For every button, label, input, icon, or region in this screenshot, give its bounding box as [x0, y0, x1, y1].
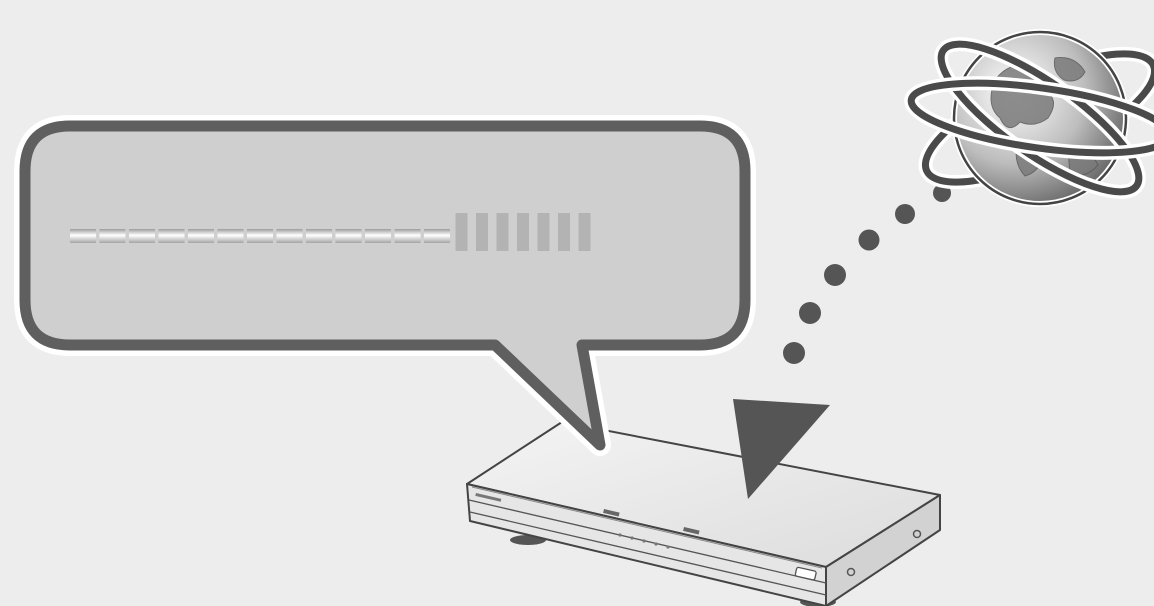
set-top-box-icon — [466, 421, 941, 606]
progress-segment-pending — [578, 213, 591, 251]
progress-segment-complete — [247, 229, 273, 243]
arrow-dot — [799, 302, 821, 324]
progress-segment-pending — [537, 213, 550, 251]
dotted-curved-arrow-icon — [733, 184, 951, 499]
progress-segment-complete — [276, 229, 303, 243]
progress-segment-pending — [558, 213, 570, 251]
device-display-window — [603, 508, 620, 517]
device-display-window-2 — [683, 526, 700, 535]
arrow-dot — [858, 229, 880, 251]
progress-segment-complete — [70, 229, 96, 243]
progress-segment-pending — [476, 213, 488, 251]
device-top-rim — [471, 486, 823, 569]
progress-segment-complete — [394, 229, 421, 243]
progress-segment-complete — [99, 229, 126, 243]
progress-segment-pending — [517, 213, 529, 251]
arrow-dot — [824, 264, 846, 286]
progress-segment-complete — [306, 229, 332, 243]
arrow-dot — [783, 342, 805, 364]
device-logo — [475, 493, 502, 502]
device-front-groove-2 — [469, 511, 827, 596]
progress-segment-complete — [424, 229, 450, 243]
progress-segment-complete — [365, 229, 391, 243]
arrow-head — [733, 399, 830, 499]
progress-segment-complete — [335, 229, 362, 243]
device-indicator-lights — [618, 533, 670, 549]
speech-bubble-body — [19, 120, 751, 451]
device-side-button-2 — [912, 529, 922, 539]
globe-outline — [952, 30, 1128, 206]
speech-bubble-icon — [14, 115, 756, 456]
progress-segment-pending — [496, 213, 509, 251]
progress-indicator — [70, 213, 591, 251]
device-front — [466, 483, 827, 606]
arrow-dot — [895, 204, 915, 224]
device-front-groove-1 — [468, 499, 827, 584]
progress-segment-complete — [217, 229, 244, 243]
device-side — [825, 494, 941, 606]
globe-icon — [904, 29, 1154, 207]
progress-segment-complete — [158, 229, 185, 243]
progress-segment-pending — [455, 213, 468, 251]
device-card-slot — [794, 566, 817, 581]
device-side-button-1 — [846, 567, 856, 577]
progress-segment-complete — [129, 229, 155, 243]
progress-segment-complete — [188, 229, 214, 243]
orbit-ring — [907, 79, 1154, 157]
